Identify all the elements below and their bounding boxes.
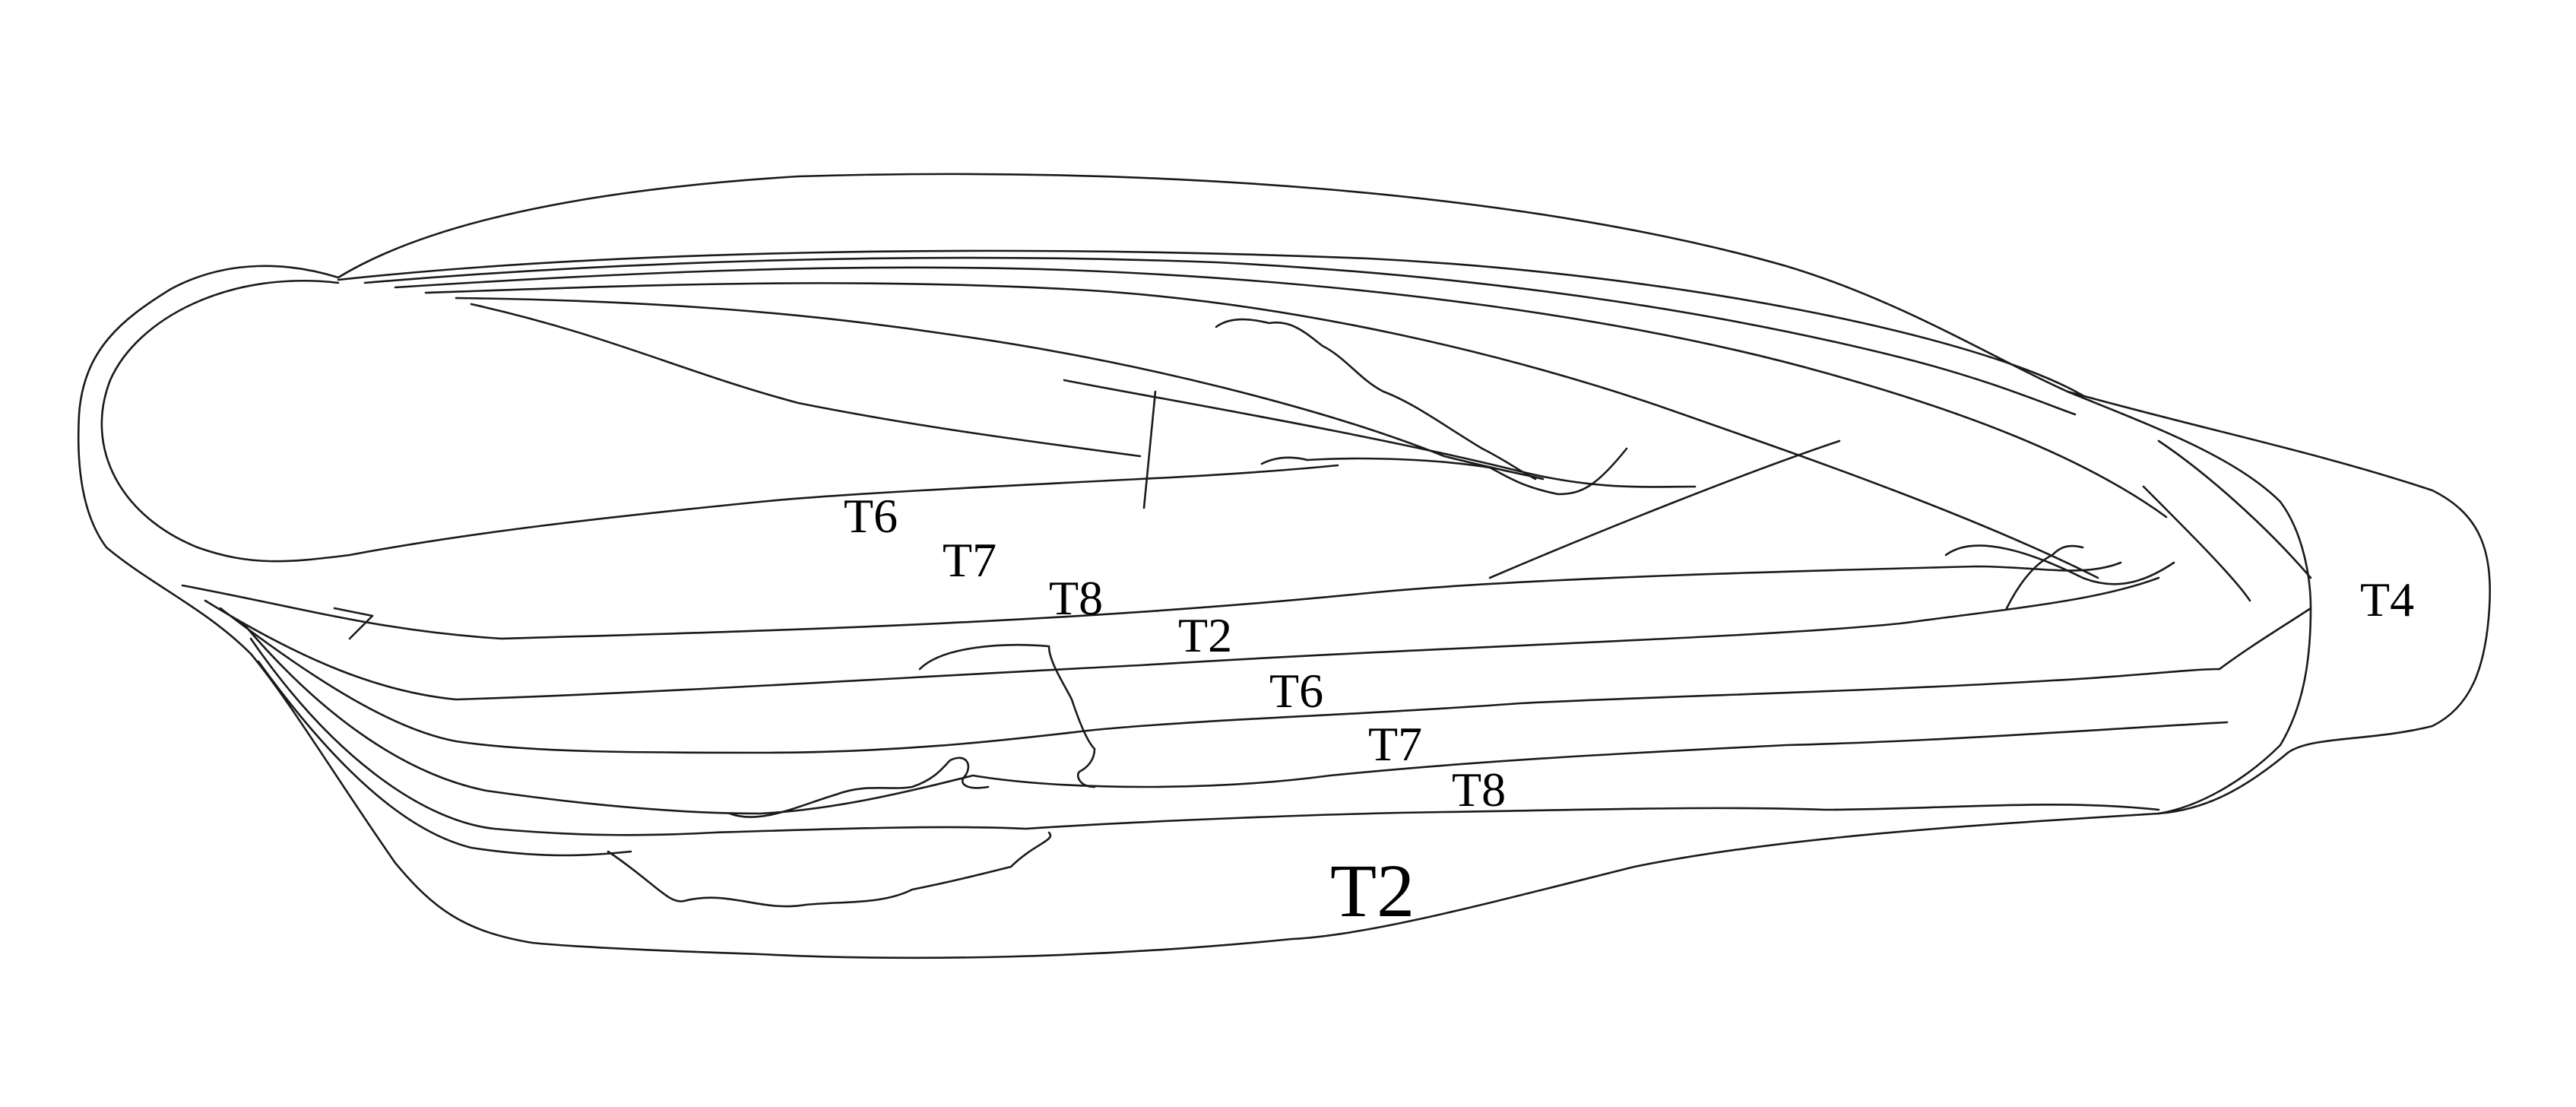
label-upper-t7: T7 xyxy=(943,533,996,587)
torn-edge-lower-left xyxy=(918,644,1096,750)
right-cap-line-2 xyxy=(2142,485,2251,602)
upper-band-1 xyxy=(337,249,2084,397)
label-right-t4: T4 xyxy=(2360,573,2414,626)
label-bottom-t2: T2 xyxy=(1330,848,1415,933)
torn-edge-bottom xyxy=(607,831,1052,908)
right-cap-fragment xyxy=(2005,544,2084,610)
crossing-line-2 xyxy=(1488,439,1841,579)
inner-loop xyxy=(100,279,1339,563)
label-lower-t6: T6 xyxy=(1269,664,1323,718)
mid-band-4 xyxy=(242,622,2229,815)
label-lower-t8: T8 xyxy=(1452,763,1506,817)
label-mid-t2: T2 xyxy=(1178,608,1232,662)
mid-band-1 xyxy=(181,561,2122,640)
torn-edge-lower-step xyxy=(1076,747,1096,788)
crossing-line-3 xyxy=(1142,390,1157,509)
torn-edge-upper xyxy=(1215,318,1537,481)
label-upper-t6: T6 xyxy=(844,489,898,543)
label-lower-t7: T7 xyxy=(1368,717,1422,771)
torn-edge-lower-middle xyxy=(728,757,990,818)
upper-band-3 xyxy=(394,266,2168,519)
right-cap-line-1 xyxy=(2157,439,2312,579)
upper-band-6 xyxy=(470,303,1142,458)
mid-band-5 xyxy=(249,637,2160,836)
mid-band-3 xyxy=(219,607,2221,754)
right-cap-line-3 xyxy=(2218,607,2312,671)
mid-band-2 xyxy=(204,576,2160,701)
right-cap-line-4 xyxy=(1944,544,2175,585)
outer-outline xyxy=(77,173,2491,960)
right-cap-boundary xyxy=(2066,390,2312,815)
upper-band-5 xyxy=(455,297,1545,481)
upper-band-4 xyxy=(424,282,2099,579)
torn-edge-middle xyxy=(1260,447,1628,496)
crossing-line-1 xyxy=(1063,379,1697,488)
left-notch xyxy=(333,607,374,640)
label-upper-t8: T8 xyxy=(1049,571,1103,625)
mid-band-6 xyxy=(257,660,632,857)
upper-band-2 xyxy=(363,256,2077,416)
